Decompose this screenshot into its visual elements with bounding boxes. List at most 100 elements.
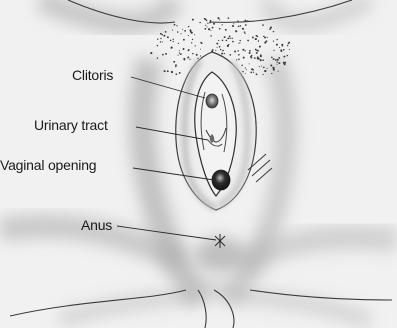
stipple-dot (173, 61, 175, 63)
stipple-dot (219, 28, 221, 30)
stipple-dot (246, 69, 247, 70)
stipple-dot (183, 39, 185, 41)
stipple-dot (260, 54, 262, 56)
stipple-dot (218, 40, 219, 41)
stipple-dot (238, 43, 239, 44)
stipple-dot (271, 57, 273, 59)
stipple-dot (177, 55, 178, 56)
stipple-dot (275, 59, 277, 61)
stipple-dot (201, 42, 203, 44)
stipple-dot (255, 38, 257, 40)
stipple-dot (199, 22, 200, 23)
stipple-dot (264, 37, 266, 39)
stipple-dot (178, 43, 179, 44)
stipple-dot (222, 50, 224, 52)
stipple-dot (170, 40, 172, 42)
stipple-dot (254, 57, 256, 59)
stipple-dot (209, 21, 211, 23)
stipple-dot (239, 42, 240, 43)
stipple-dot (257, 56, 259, 58)
label-urinary-tract: Urinary tract (34, 117, 108, 133)
stipple-dot (188, 35, 189, 36)
stipple-dot (281, 50, 283, 52)
stipple-dot (233, 23, 234, 24)
stipple-dot (234, 51, 236, 53)
stipple-dot (216, 43, 218, 45)
stipple-dot (206, 26, 207, 27)
stipple-dot (277, 39, 278, 40)
stipple-dot (243, 57, 245, 59)
stipple-dot (167, 70, 169, 72)
stipple-dot (284, 62, 286, 64)
stipple-dot (258, 40, 260, 42)
stipple-dot (263, 36, 265, 38)
stipple-dot (242, 71, 244, 73)
stipple-dot (229, 37, 230, 38)
stipple-dot (192, 39, 193, 40)
stipple-dot (195, 45, 196, 46)
stipple-dot (242, 49, 244, 51)
stipple-dot (175, 73, 177, 75)
stipple-dot (265, 70, 267, 72)
stipple-dot (219, 19, 220, 20)
stipple-dot (278, 62, 280, 64)
stipple-dot (182, 29, 183, 30)
stipple-dot (262, 59, 264, 61)
stipple-dot (192, 53, 194, 55)
stipple-dot (210, 30, 211, 31)
stipple-dot (219, 46, 221, 48)
stipple-dot (245, 67, 246, 68)
stipple-dot (217, 17, 219, 19)
stipple-dot (263, 67, 265, 69)
stipple-dot (179, 72, 181, 74)
stipple-dot (253, 72, 254, 73)
stipple-dot (229, 35, 231, 37)
stipple-dot (252, 36, 254, 38)
label-anus: Anus (81, 217, 112, 233)
stipple-dot (207, 23, 208, 24)
stipple-dot (244, 33, 245, 34)
stipple-dot (188, 49, 189, 50)
stipple-dot (191, 42, 192, 43)
stipple-dot (245, 24, 247, 26)
stipple-dot (273, 31, 274, 32)
stipple-dot (257, 50, 259, 52)
stipple-dot (162, 41, 163, 42)
stipple-dot (263, 74, 264, 75)
stipple-dot (249, 63, 250, 64)
stipple-dot (247, 20, 249, 22)
stipple-dot (271, 73, 272, 74)
stipple-dot (192, 19, 194, 21)
stipple-dot (160, 33, 162, 35)
stipple-dot (271, 65, 272, 66)
stipple-dot (251, 55, 253, 57)
stipple-dot (172, 30, 173, 31)
stipple-dot (189, 59, 190, 60)
clitoris-mark (206, 94, 218, 108)
stipple-dot (247, 40, 249, 42)
stipple-dot (165, 31, 167, 33)
stipple-dot (266, 68, 267, 69)
stipple-dot (276, 61, 277, 62)
stipple-dot (250, 71, 252, 73)
stipple-dot (276, 44, 278, 46)
stipple-dot (256, 50, 257, 51)
stipple-dot (267, 37, 268, 38)
stipple-dot (239, 40, 240, 41)
stipple-dot (229, 54, 231, 56)
stipple-dot (259, 46, 261, 48)
stipple-dot (165, 53, 167, 55)
stipple-dot (220, 49, 222, 51)
stipple-dot (191, 32, 193, 34)
stipple-dot (160, 38, 161, 39)
stipple-dot (205, 25, 206, 26)
stipple-dot (265, 40, 267, 42)
stipple-dot (281, 44, 283, 46)
stipple-dot (256, 73, 258, 75)
label-vaginal-opening: Vaginal opening (0, 157, 96, 173)
stipple-dot (259, 66, 260, 67)
stipple-dot (204, 28, 206, 30)
stipple-dot (164, 71, 166, 73)
stipple-dot (235, 30, 237, 32)
